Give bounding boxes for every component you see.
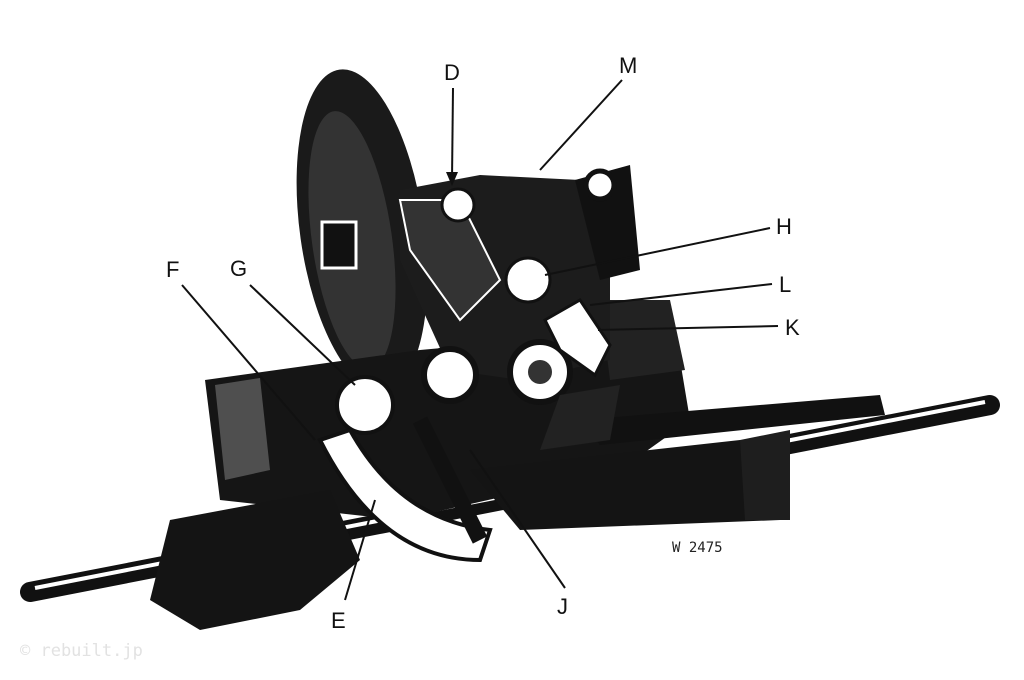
leader-lines bbox=[181, 79, 779, 601]
label-e: E bbox=[331, 608, 346, 633]
label-g: G bbox=[230, 256, 247, 281]
carriage bbox=[150, 385, 885, 630]
label-m: M bbox=[619, 53, 637, 78]
label-k: K bbox=[785, 315, 800, 340]
watermark: © rebuilt.jp bbox=[20, 641, 143, 661]
head-assembly bbox=[398, 165, 640, 405]
plate-mark: W 2475 bbox=[672, 540, 723, 556]
label-h: H bbox=[776, 214, 792, 239]
label-d: D bbox=[444, 60, 460, 85]
label-f: F bbox=[166, 257, 179, 282]
label-l: L bbox=[779, 272, 791, 297]
grinding-wheel bbox=[296, 69, 428, 391]
index-dial bbox=[317, 375, 493, 563]
label-j: J bbox=[557, 594, 568, 619]
